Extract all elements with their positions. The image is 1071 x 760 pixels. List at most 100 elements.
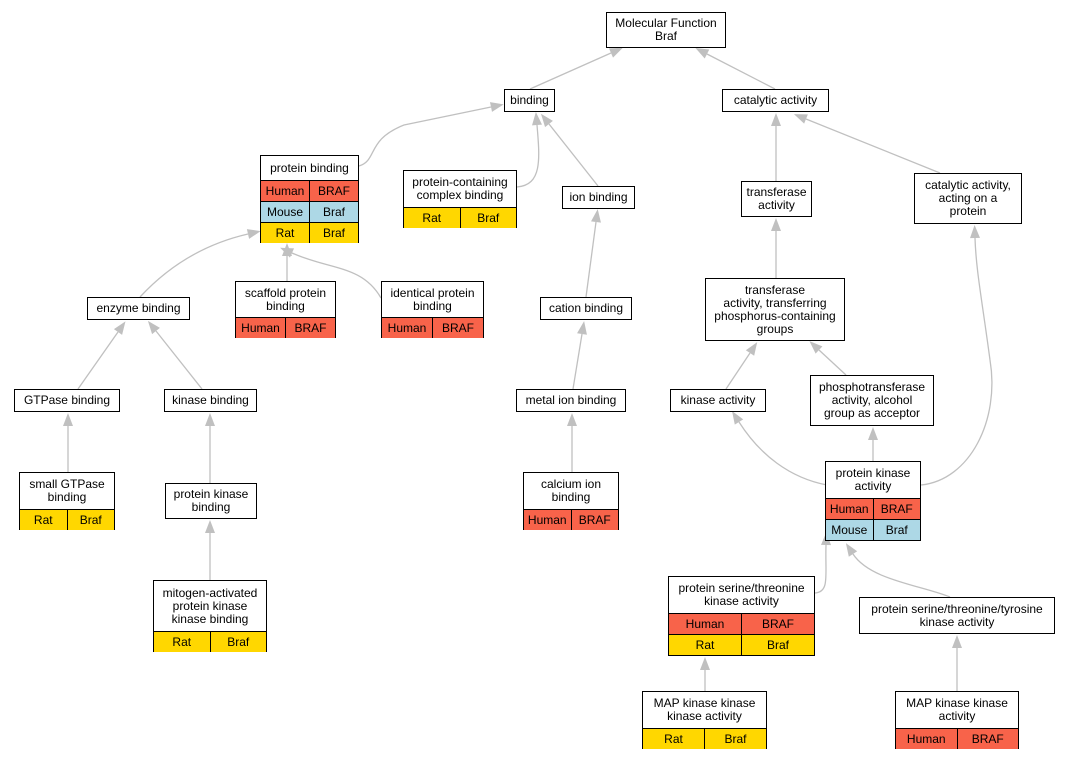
- gene-label: Braf: [459, 208, 517, 228]
- node-enzyme-binding[interactable]: enzyme binding: [87, 297, 190, 320]
- gene-label: Braf: [66, 510, 115, 530]
- gene-label: Braf: [741, 635, 814, 655]
- edge-cation-to-ion: [585, 221, 597, 298]
- node-title: protein binding: [270, 160, 349, 175]
- edge-serthr-to-pka: [814, 544, 827, 594]
- edge-catprot-to-catalytic: [805, 118, 941, 174]
- edge-phosphotransferase-to-phos: [818, 349, 847, 376]
- node-title: phosphotransferase activity, alcohol gro…: [818, 380, 926, 420]
- node-title: kinase activity: [680, 393, 756, 407]
- node-title: MAP kinase kinase activity: [906, 696, 1008, 723]
- node-title: catalytic activity, acting on a protein: [925, 178, 1011, 218]
- node-kinase-binding[interactable]: kinase binding: [164, 389, 257, 412]
- species-label: Rat: [664, 731, 683, 746]
- arrowhead: [147, 320, 160, 335]
- node-title: small GTPase binding: [29, 477, 105, 504]
- edge-kinase-binding-to-enzyme: [155, 330, 203, 390]
- species-row-rat: Rat Braf: [154, 631, 266, 652]
- node-kinase-activity[interactable]: kinase activity: [670, 389, 766, 412]
- node-mapkkb[interactable]: mitogen-activated protein kinase kinase …: [153, 580, 267, 652]
- arrowhead: [732, 411, 744, 425]
- node-title: ion binding: [569, 190, 628, 204]
- arrowhead: [205, 413, 215, 426]
- node-transferase-phos[interactable]: transferase activity, transferring phosp…: [705, 278, 845, 341]
- species-row-rat: Rat Braf: [669, 634, 814, 655]
- arrowhead: [952, 635, 962, 648]
- node-transferase[interactable]: transferase activity: [741, 181, 812, 217]
- arrowhead: [970, 225, 980, 239]
- gene-label: BRAF: [285, 318, 335, 338]
- node-ser-thr-tyr[interactable]: protein serine/threonine/tyrosine kinase…: [859, 597, 1055, 634]
- species-row-rat: Rat Braf: [20, 509, 114, 530]
- gene-label: BRAF: [872, 499, 921, 519]
- node-title: protein serine/threonine kinase activity: [678, 581, 805, 608]
- species-label: Mouse: [266, 204, 304, 219]
- species-label: Rat: [33, 512, 53, 527]
- species-label: Rat: [275, 225, 295, 240]
- species-label: Human: [829, 501, 869, 516]
- edge-kinase-activity-to-phos: [725, 352, 751, 390]
- arrowhead: [489, 102, 504, 112]
- arrowhead: [695, 48, 710, 59]
- node-metal-ion[interactable]: metal ion binding: [516, 389, 626, 412]
- arrowhead: [591, 209, 601, 223]
- species-label: Rat: [422, 210, 442, 225]
- edge-binding-to-root: [529, 52, 612, 90]
- node-gtpase[interactable]: GTPase binding: [14, 389, 120, 412]
- node-title: Molecular Function Braf: [615, 16, 717, 43]
- gene-label: BRAF: [432, 318, 483, 338]
- node-title: binding: [510, 93, 549, 107]
- node-root[interactable]: Molecular Function Braf: [606, 12, 726, 48]
- species-row-rat: Rat Braf: [404, 207, 516, 228]
- arrowhead: [868, 427, 878, 440]
- species-label: Rat: [695, 637, 715, 652]
- node-title: mitogen-activated protein kinase kinase …: [162, 585, 258, 626]
- edge-pka-to-catprot: [920, 237, 993, 486]
- node-catalytic[interactable]: catalytic activity: [722, 89, 829, 112]
- edge-serthrtyr-to-pka: [852, 553, 951, 598]
- node-cation[interactable]: cation binding: [540, 297, 632, 320]
- node-title: transferase activity: [746, 185, 807, 212]
- node-title: metal ion binding: [525, 393, 617, 407]
- node-title: kinase binding: [172, 393, 249, 407]
- node-title: protein kinase binding: [173, 487, 249, 514]
- species-label: Rat: [172, 634, 192, 649]
- node-title: protein kinase activity: [835, 466, 911, 493]
- node-phosphotransferase[interactable]: phosphotransferase activity, alcohol gro…: [810, 375, 934, 426]
- node-binding[interactable]: binding: [504, 89, 555, 112]
- node-protein-kinase-binding[interactable]: protein kinase binding: [165, 483, 257, 519]
- node-ser-thr[interactable]: protein serine/threonine kinase activity…: [668, 576, 815, 656]
- arrowhead: [845, 543, 858, 557]
- node-ion-binding[interactable]: ion binding: [562, 186, 635, 209]
- gene-label: BRAF: [309, 181, 358, 201]
- arrowhead: [700, 657, 710, 670]
- arrowhead: [246, 229, 261, 239]
- gene-label: Braf: [209, 632, 267, 652]
- node-title: cation binding: [548, 301, 624, 315]
- node-title: identical protein binding: [390, 285, 475, 313]
- arrowhead: [113, 321, 126, 335]
- gene-label: Braf: [309, 223, 358, 243]
- arrowhead: [771, 218, 781, 231]
- node-catalytic-on-protein[interactable]: catalytic activity, acting on a protein: [914, 173, 1022, 224]
- species-label: Mouse: [831, 522, 868, 537]
- arrowhead: [205, 520, 215, 533]
- edge-identical-to-protein-binding: [291, 252, 382, 299]
- arrowhead: [793, 114, 808, 124]
